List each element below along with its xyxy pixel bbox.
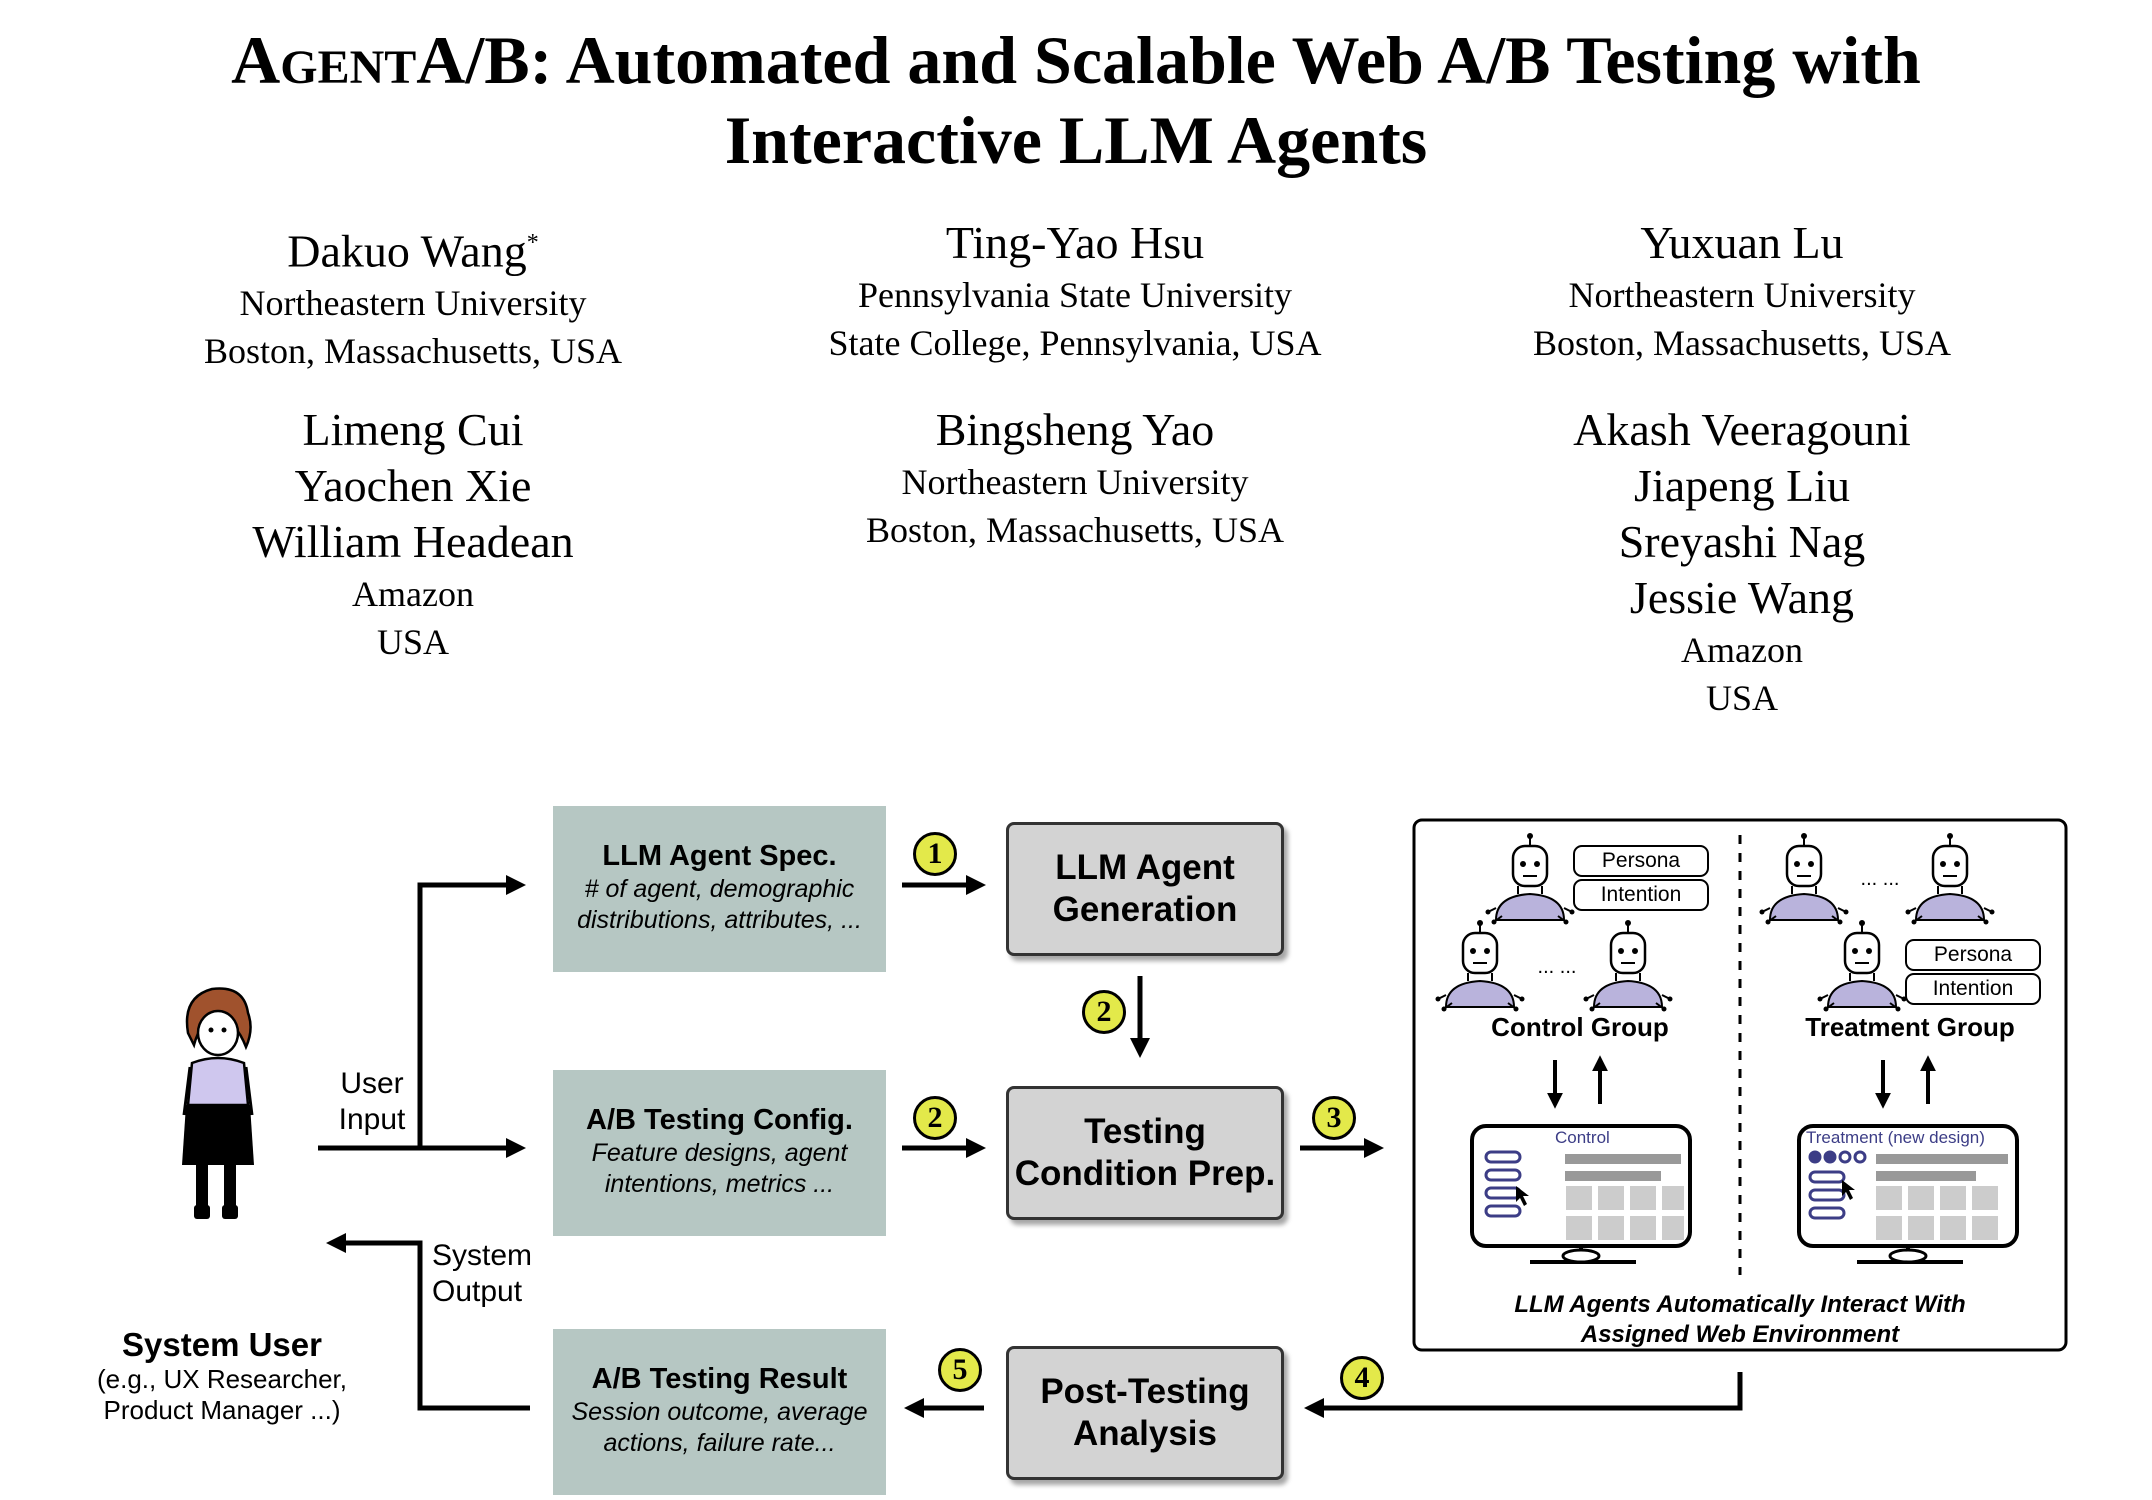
system-user-icon (182, 987, 254, 1219)
intention-tag: Intention (1932, 977, 2014, 1000)
user-input-arrows (318, 875, 526, 1158)
paper-title-line-1: AgentA/B: Automated and Scalable Web A/B… (231, 22, 1921, 98)
author-dakuo-wang: Dakuo Wang* Northeastern University Bost… (203, 225, 622, 372)
treatment-group-label: Treatment Group (1805, 1012, 2015, 1042)
testing-condition-prep-box: Testing Condition Prep. (1006, 1086, 1284, 1220)
intention-tag: Intention (1600, 883, 1682, 906)
agent-ellipsis: ... ... (1860, 868, 1900, 890)
llm-agent-generation-box: LLM Agent Generation (1006, 822, 1284, 956)
step-badge-3: 3 (1312, 1096, 1356, 1140)
step-badge-4: 4 (1340, 1356, 1384, 1400)
step-badge-5: 5 (938, 1348, 982, 1392)
author-group-amazon-2: Akash Veeragouni Jiapeng Liu Sreyashi Na… (1573, 404, 1911, 718)
treatment-screen-label: Treatment (new design) (1806, 1128, 1985, 1147)
system-output-arrow (326, 1233, 530, 1411)
author-group-amazon-1: Limeng Cui Yaochen Xie William Headean A… (252, 404, 574, 662)
control-monitor-icon (1470, 1124, 1692, 1264)
ab-testing-config-box: A/B Testing Config. Feature designs, age… (553, 1070, 886, 1236)
ab-testing-result-box: A/B Testing Result Session outcome, aver… (553, 1329, 886, 1495)
author-ting-yao-hsu: Ting-Yao Hsu Pennsylvania State Universi… (828, 217, 1322, 363)
step-badge-1: 1 (913, 832, 957, 876)
persona-tag: Persona (1933, 943, 2013, 966)
control-screen-label: Control (1555, 1128, 1610, 1147)
agent-ellipsis: ... ... (1537, 956, 1577, 978)
control-group-label: Control Group (1491, 1012, 1669, 1042)
post-testing-analysis-box: Post-Testing Analysis (1006, 1346, 1284, 1480)
persona-tag: Persona (1601, 849, 1681, 872)
treatment-monitor-icon (1797, 1124, 2019, 1264)
environment-caption: LLM Agents Automatically Interact With A… (1514, 1291, 1966, 1348)
paper-title-line-2: Interactive LLM Agents (724, 102, 1428, 178)
step-badge-2b: 2 (913, 1096, 957, 1140)
llm-agent-spec-box: LLM Agent Spec. # of agent, demographic … (553, 806, 886, 972)
arrow-step-4 (1304, 1372, 1743, 1418)
system-user-caption: System User (e.g., UX Researcher, Produc… (97, 1326, 347, 1425)
author-bingsheng-yao: Bingsheng Yao Northeastern University Bo… (865, 404, 1284, 550)
author-yuxuan-lu: Yuxuan Lu Northeastern University Boston… (1532, 217, 1951, 363)
system-name: AgentA/B (231, 22, 530, 98)
step-badge-2: 2 (1082, 990, 1126, 1034)
